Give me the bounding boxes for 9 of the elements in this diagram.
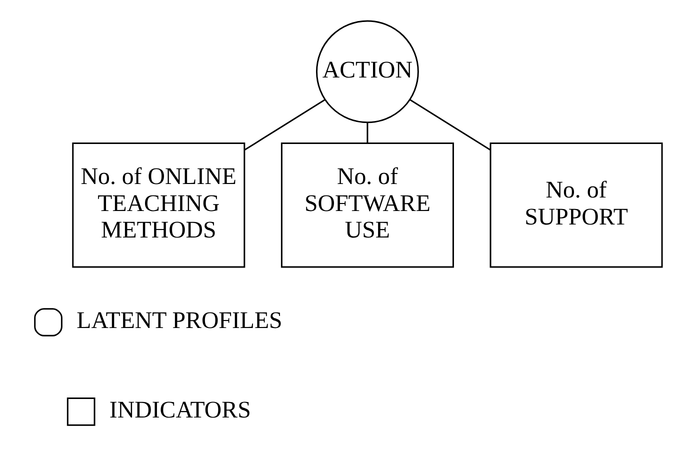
node-box: No. of SOFTWARE USE — [280, 142, 454, 268]
node-box: No. of ONLINE TEACHING METHODS — [72, 142, 246, 268]
legend-label: LATENT PROFILES — [76, 307, 282, 334]
connector — [366, 122, 368, 142]
node-box: No. of SUPPORT — [490, 142, 663, 268]
node-circle: ACTION — [316, 20, 419, 123]
legend-label: INDICATORS — [109, 396, 251, 423]
connector — [410, 98, 491, 150]
connector — [244, 98, 326, 150]
